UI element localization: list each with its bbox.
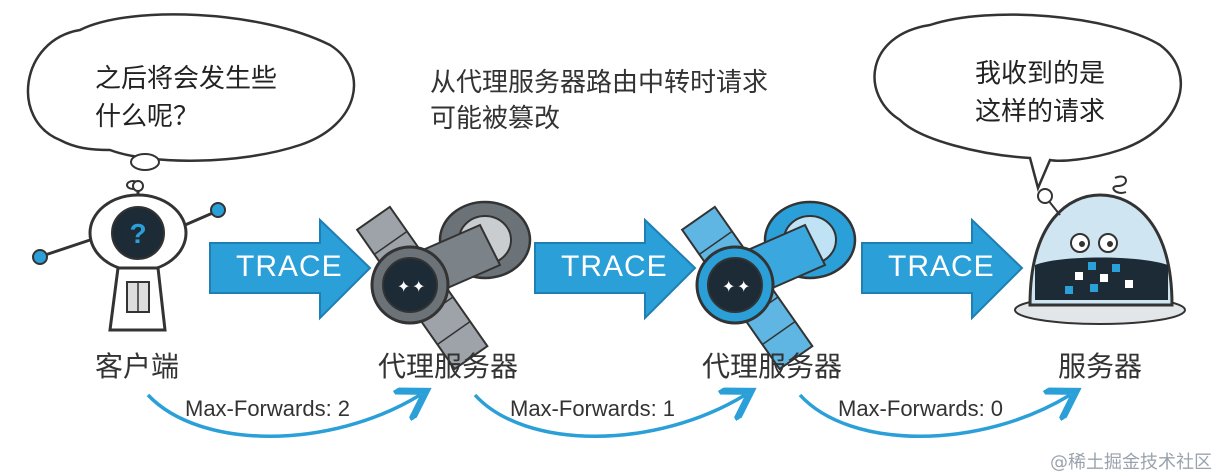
svg-text:?: ? [129,218,146,249]
trace-arrow-1 [209,217,372,321]
trace-arrow-2 [534,217,697,321]
tamper-note-line: 从代理服务器路由中转时请求 [430,68,769,98]
max-forwards-label: Max-Forwards: 0 [838,396,1004,421]
client-bubble-line: 什么呢？ [95,102,200,132]
client-robot-icon: ? [32,180,226,332]
server-bubble-line: 这样的请求 [975,97,1106,127]
trace-label: TRACE [236,250,343,283]
client-bubble-line: 之后将会发生些 [95,64,278,94]
proxy-label: 代理服务器 [378,350,519,383]
server-bubble-line: 我收到的是 [975,59,1106,89]
trace-label: TRACE [561,250,668,283]
proxy-satellite-icon: ✦ ✦ [680,200,857,371]
svg-text:✦: ✦ [412,277,425,296]
hop-arrow-2 [473,395,745,438]
proxy-satellite-icon: ✦ ✦ [355,200,532,371]
trace-label: TRACE [888,250,995,283]
svg-text:✦: ✦ [397,277,410,296]
watermark: @稀土掘金技术社区 [1050,452,1212,473]
max-forwards-label: Max-Forwards: 2 [185,396,351,421]
client-bubble-text: 之后将会发生些 什么呢？ [95,60,277,136]
svg-text:✦: ✦ [737,277,750,296]
tamper-note: 从代理服务器路由中转时请求 可能被篡改 [430,65,768,137]
svg-text:✦: ✦ [722,277,735,296]
server-speech-bubble [873,13,1183,192]
tamper-note-line: 可能被篡改 [430,104,561,134]
client-label: 客户端 [95,350,180,383]
client-speech-bubble [26,13,356,190]
trace-arrow-3 [861,217,1024,321]
server-robot-icon [1014,175,1186,325]
hop-arrow-1 [146,395,420,438]
server-bubble-text: 我收到的是 这样的请求 [975,55,1105,131]
server-label: 服务器 [1058,350,1143,383]
proxy-label: 代理服务器 [702,350,843,383]
max-forwards-label: Max-Forwards: 1 [510,396,676,421]
hop-arrow-3 [798,395,1070,438]
